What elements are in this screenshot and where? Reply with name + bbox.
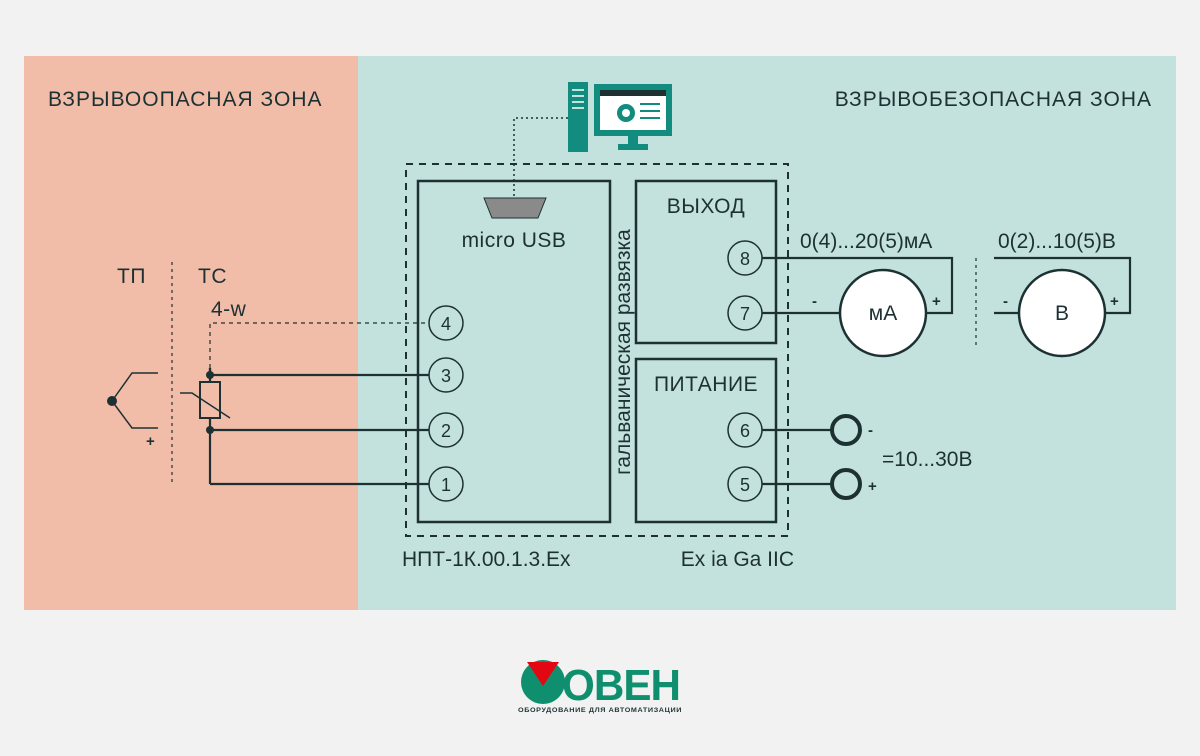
voltage-range-label: 0(2)...10(5)В	[998, 230, 1116, 253]
ex-label: Ex ia Ga IIC	[681, 548, 794, 571]
voltmeter-minus: -	[1003, 293, 1008, 310]
terminal-2-label: 2	[441, 421, 451, 441]
hazardous-zone-title: ВЗРЫВООПАСНАЯ ЗОНА	[48, 88, 323, 111]
input-wiring	[206, 322, 429, 486]
safe-zone-title: ВЗРЫВОБЕЗОПАСНАЯ ЗОНА	[835, 88, 1152, 111]
current-range-label: 0(4)...20(5)мА	[800, 230, 932, 253]
terminal-5-label: 5	[740, 475, 750, 495]
input-block	[416, 179, 612, 524]
terminal-6-label: 6	[740, 421, 750, 441]
voltmeter-plus: +	[1110, 293, 1119, 310]
power-minus: -	[868, 422, 873, 439]
tp-plus-label: +	[146, 433, 155, 450]
output-block	[634, 179, 778, 345]
terminal-1-label: 1	[441, 475, 451, 495]
voltage-output-wiring	[994, 256, 1132, 315]
terminal-4-label: 4	[441, 314, 451, 334]
logo-wordmark: ОВЕН	[562, 661, 680, 710]
voltmeter-label: В	[1055, 302, 1069, 325]
power-voltage-label: =10...30В	[882, 448, 973, 471]
output-title: ВЫХОД	[667, 195, 746, 218]
usb-label: micro USB	[462, 229, 567, 252]
ammeter-minus: -	[812, 293, 817, 310]
tc-label: ТС	[198, 265, 227, 288]
power-title: ПИТАНИЕ	[654, 373, 758, 396]
terminal-8-label: 8	[740, 249, 750, 269]
model-label: НПТ-1К.00.1.3.Ex	[402, 548, 571, 571]
terminal-3-label: 3	[441, 366, 451, 386]
isolation-label: гальваническая развязка	[612, 229, 635, 475]
thermocouple-icon	[107, 372, 158, 429]
ammeter-plus: +	[932, 293, 941, 310]
power-plus: +	[868, 478, 877, 495]
logo-triangle-icon	[527, 662, 559, 686]
terminal-7-label: 7	[740, 304, 750, 324]
wires-label: 4-w	[211, 298, 247, 321]
oven-logo: ОВЕН ОБОРУДОВАНИЕ ДЛЯ АВТОМАТИЗАЦИИ	[518, 660, 682, 714]
computer-icon	[568, 82, 672, 152]
current-output-wiring	[762, 256, 954, 315]
terminal-4	[428, 305, 464, 341]
hazardous-zone	[24, 56, 358, 610]
voltmeter	[1017, 268, 1107, 358]
usb-port-icon	[483, 197, 547, 219]
ammeter-label: мА	[869, 302, 897, 325]
power-wiring	[762, 414, 862, 500]
tp-label: ТП	[117, 265, 146, 288]
logo-tagline: ОБОРУДОВАНИЕ ДЛЯ АВТОМАТИЗАЦИИ	[518, 708, 682, 714]
ammeter	[838, 268, 928, 358]
power-block	[634, 357, 778, 524]
